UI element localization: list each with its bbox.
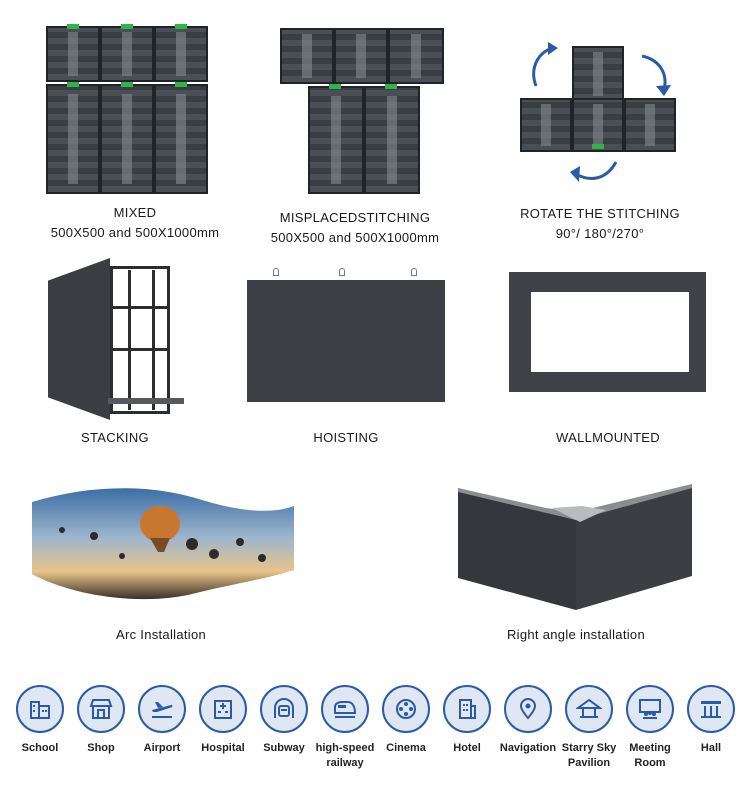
meeting-room-icon bbox=[626, 685, 674, 733]
arc-installation-image bbox=[32, 488, 294, 600]
hall-icon bbox=[687, 685, 735, 733]
caption-wallmounted: WALLMOUNTED bbox=[556, 430, 660, 445]
caption-mixed-size: 500X500 and 500X1000mm bbox=[50, 225, 220, 240]
rotate-arrow-icon bbox=[641, 54, 671, 96]
application-label-cinema: Cinema bbox=[386, 742, 426, 754]
hotel-icon bbox=[443, 685, 491, 733]
application-label-line: Starry Sky bbox=[561, 742, 617, 754]
application-label-school: School bbox=[21, 742, 59, 754]
application-label-hospital: Hospital bbox=[201, 742, 245, 754]
application-label-navigation: Navigation bbox=[499, 742, 557, 754]
application-label-line: Room bbox=[634, 757, 666, 769]
caption-mixed-title: MIXED bbox=[113, 205, 157, 220]
caption-hoisting: HOISTING bbox=[313, 430, 379, 445]
application-label-line: Meeting bbox=[629, 742, 671, 754]
application-label-shop: Shop bbox=[87, 742, 115, 754]
caption-rotate-angles: 90°/ 180°/270° bbox=[555, 226, 645, 241]
misplaced-stitching-image bbox=[280, 28, 446, 194]
application-label-high-speed-railway: high-speed railway bbox=[310, 741, 380, 771]
application-label-line: railway bbox=[326, 757, 364, 769]
pavilion-icon bbox=[565, 685, 613, 733]
shop-icon bbox=[77, 685, 125, 733]
caption-misplaced-title: MISPLACEDSTITCHING bbox=[279, 210, 431, 225]
application-label-hall: Hall bbox=[700, 742, 722, 754]
caption-stacking: STACKING bbox=[81, 430, 149, 445]
application-label-hotel: Hotel bbox=[453, 742, 481, 754]
caption-arc: Arc Installation bbox=[115, 627, 207, 642]
caption-rotate: ROTATE THE STITCHING 90°/ 180°/270° bbox=[485, 204, 715, 244]
stacking-image bbox=[48, 258, 188, 420]
cinema-icon bbox=[382, 685, 430, 733]
subway-icon bbox=[260, 685, 308, 733]
rotate-arrow-icon bbox=[570, 161, 618, 182]
mixed-stitching-image bbox=[46, 24, 208, 194]
hospital-icon bbox=[199, 685, 247, 733]
right-angle-installation-image bbox=[458, 484, 692, 610]
application-label-pavilion: Starry Sky Pavilion bbox=[554, 741, 624, 771]
rotate-stitching-image bbox=[520, 40, 680, 190]
application-label-line: Pavilion bbox=[567, 757, 611, 769]
wallmounted-image bbox=[509, 272, 706, 392]
caption-misplaced-size: 500X500 and 500X1000mm bbox=[270, 230, 440, 245]
rotate-arrow-icon bbox=[532, 42, 558, 87]
caption-misplaced: MISPLACEDSTITCHING 500X500 and 500X1000m… bbox=[240, 208, 470, 248]
caption-rotate-title: ROTATE THE STITCHING bbox=[520, 206, 680, 221]
caption-right-angle: Right angle installation bbox=[506, 627, 645, 642]
caption-mixed: MIXED 500X500 and 500X1000mm bbox=[20, 203, 250, 243]
navigation-icon bbox=[504, 685, 552, 733]
application-label-subway: Subway bbox=[263, 742, 305, 754]
high-speed-railway-icon bbox=[321, 685, 369, 733]
application-label-meeting-room: Meeting Room bbox=[615, 741, 685, 771]
school-icon bbox=[16, 685, 64, 733]
application-label-airport: Airport bbox=[143, 742, 181, 754]
airport-icon bbox=[138, 685, 186, 733]
application-label-line: high-speed bbox=[315, 742, 375, 754]
hoisting-image bbox=[247, 268, 445, 402]
